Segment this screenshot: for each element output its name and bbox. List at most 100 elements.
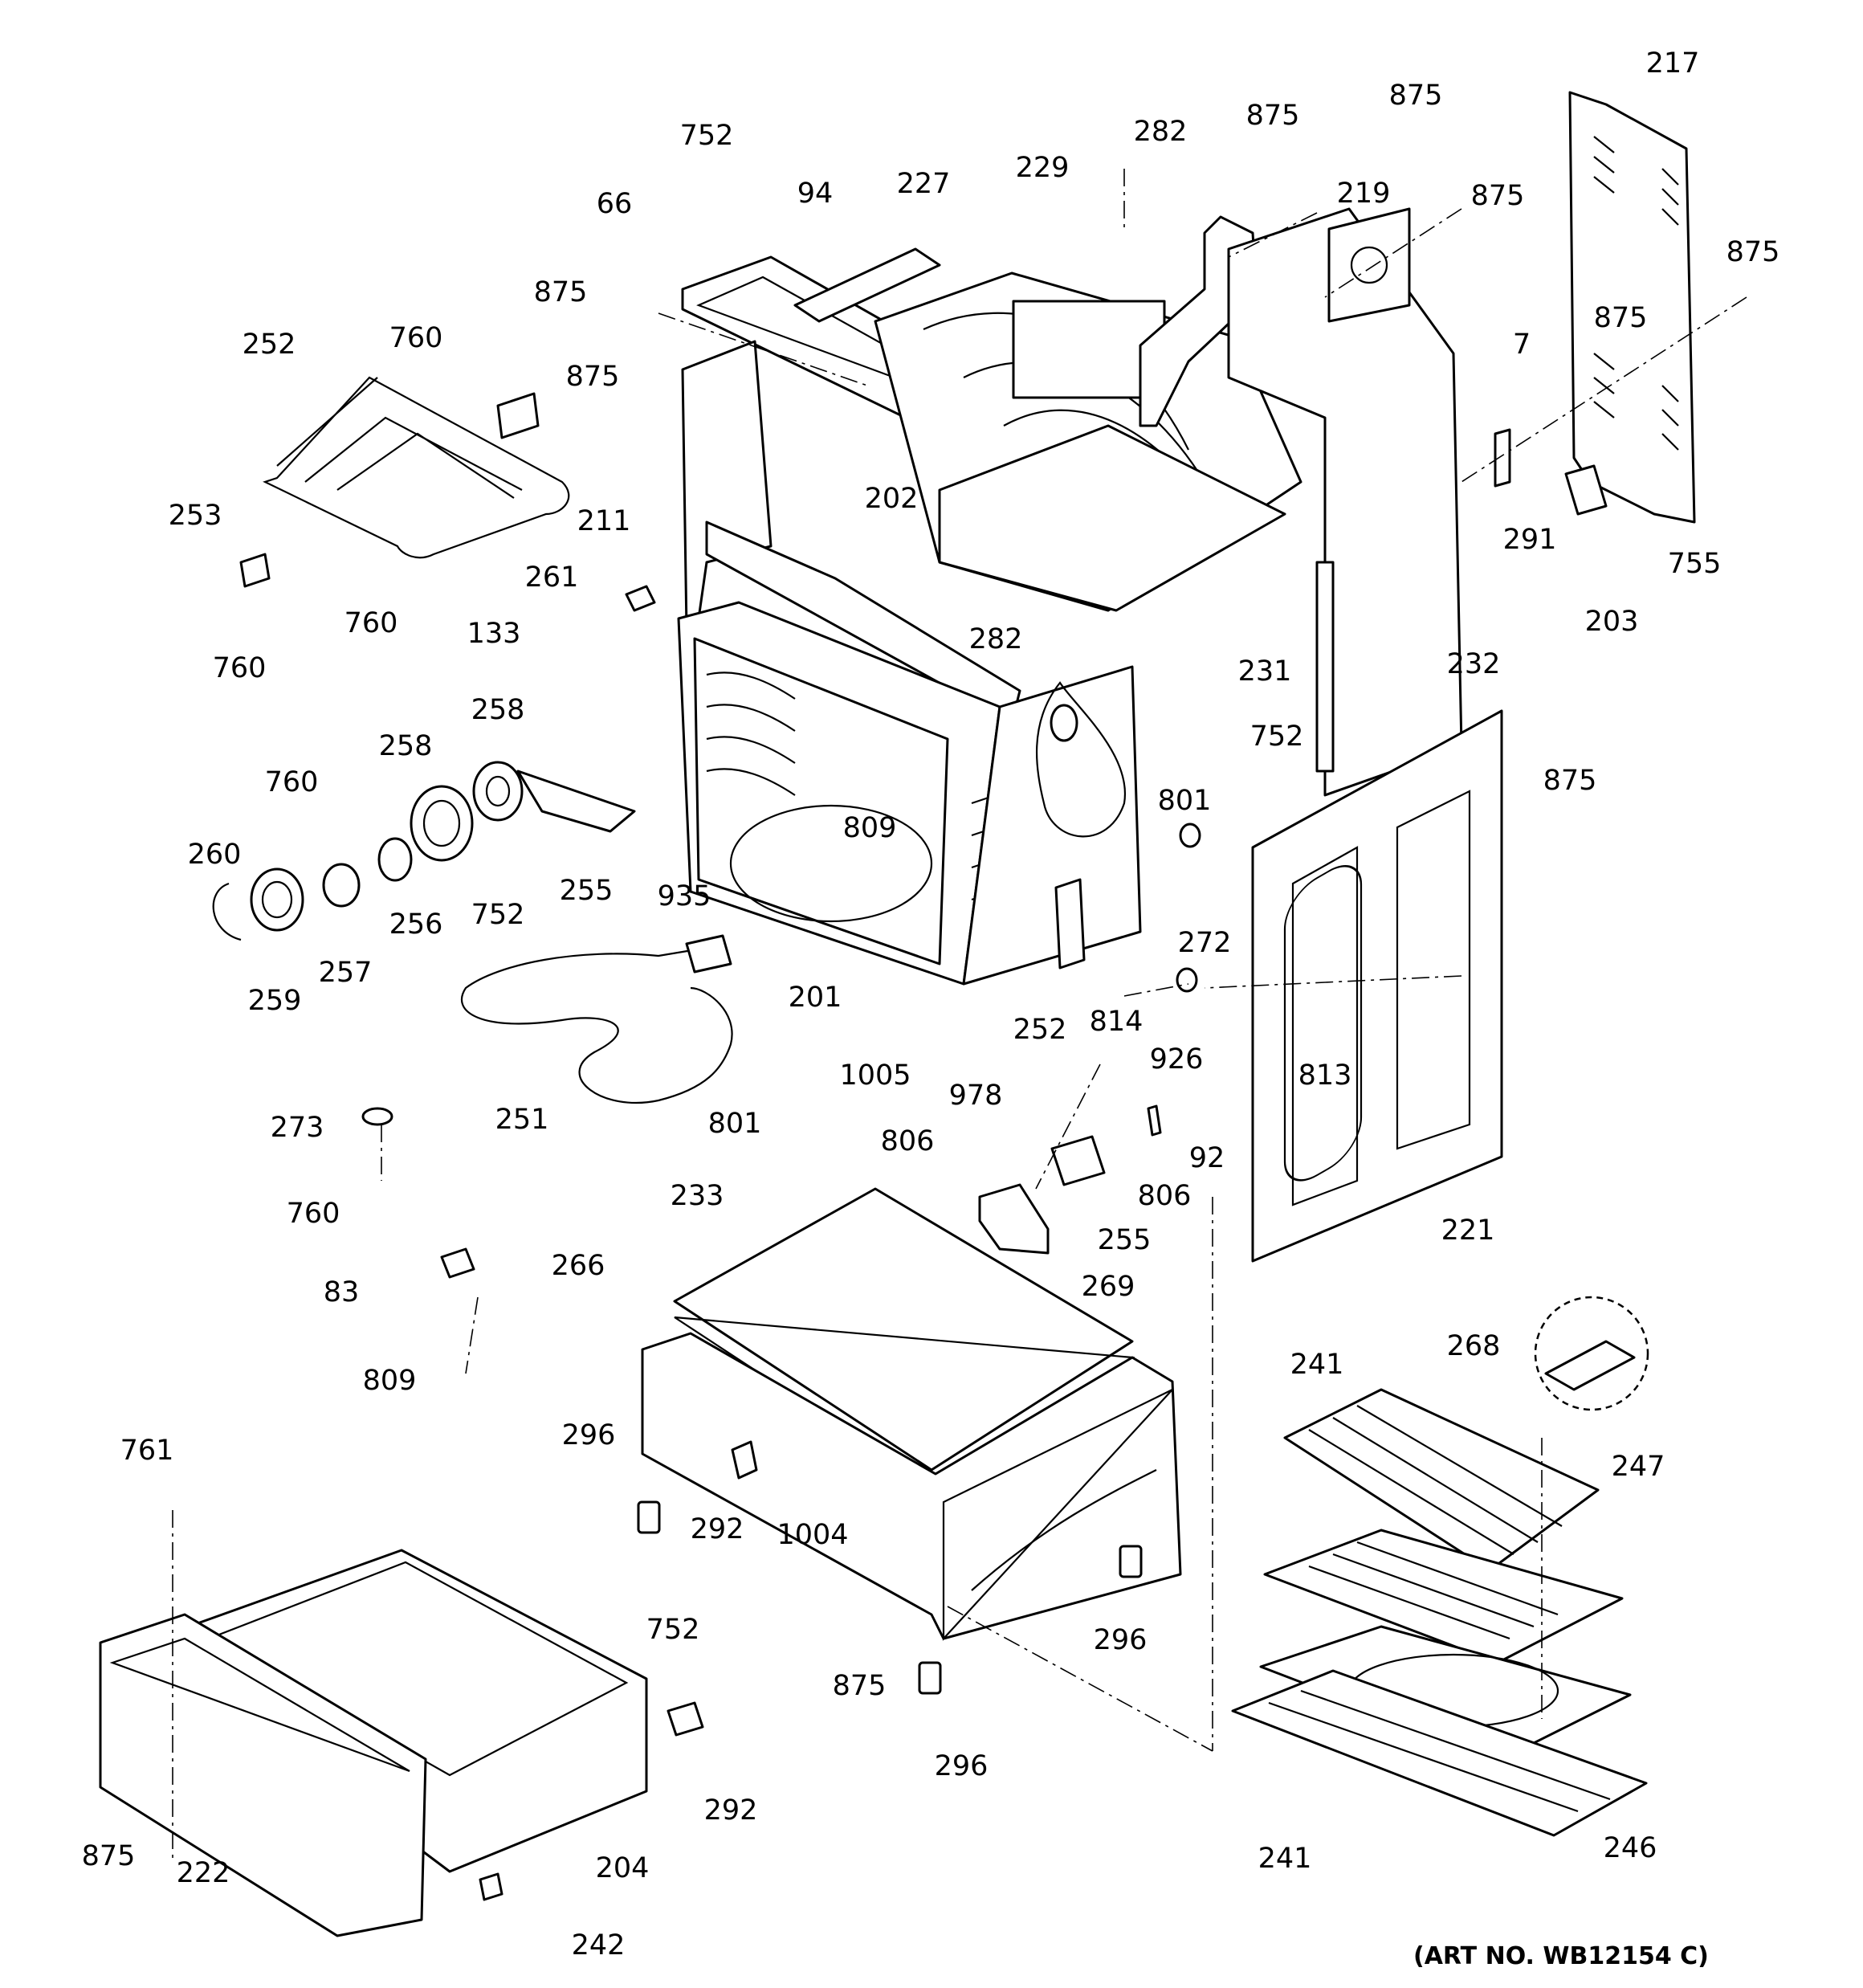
callout-875: 875 [566, 361, 620, 393]
part-256-lamp-holder [377, 837, 413, 882]
callout-232: 232 [1447, 648, 1501, 680]
callout-258: 258 [471, 694, 525, 726]
callout-296: 296 [562, 1419, 616, 1451]
callout-935: 935 [658, 880, 711, 912]
callout-760: 760 [389, 322, 443, 354]
callout-7: 7 [1513, 329, 1531, 361]
part-247-broiler-grid [1263, 1529, 1624, 1664]
callout-296: 296 [935, 1750, 989, 1782]
callout-875: 875 [1246, 100, 1300, 132]
part-92 [1147, 1104, 1162, 1137]
part-227-duct [874, 271, 1302, 612]
part-201-oven-cavity [677, 601, 1142, 986]
art-number: (ART NO. WB12154 C) [1413, 1942, 1709, 1970]
callout-875: 875 [1471, 180, 1525, 212]
part-222-drawer-front [99, 1613, 427, 1937]
callout-272: 272 [1178, 927, 1232, 959]
part-7-bracket [1494, 428, 1511, 488]
callout-252: 252 [243, 329, 296, 361]
callout-241: 241 [1290, 1349, 1344, 1381]
callout-752: 752 [680, 120, 734, 152]
callout-219: 219 [1337, 178, 1391, 210]
part-296-leg-a [637, 1500, 661, 1534]
callout-760: 760 [213, 652, 267, 684]
callout-133: 133 [467, 618, 521, 650]
part-261 [625, 585, 656, 612]
callout-875: 875 [1594, 302, 1648, 334]
callout-755: 755 [1668, 548, 1722, 580]
callout-257: 257 [319, 957, 373, 989]
callout-217: 217 [1646, 47, 1700, 80]
part-241-rack-bottom [1231, 1669, 1648, 1837]
callout-1005: 1005 [839, 1059, 911, 1092]
callout-806: 806 [1138, 1180, 1192, 1212]
callout-292: 292 [704, 1794, 758, 1827]
callout-256: 256 [389, 908, 443, 941]
part-273 [361, 1107, 393, 1126]
part-272-bumper-b [1176, 967, 1198, 993]
callout-227: 227 [897, 168, 951, 200]
callout-282: 282 [1134, 116, 1188, 148]
assembly-guide-lines [172, 169, 1747, 1863]
part-252-side-bracket [1054, 878, 1086, 970]
callout-251: 251 [495, 1104, 549, 1136]
callout-204: 204 [596, 1852, 650, 1884]
callout-222: 222 [177, 1857, 230, 1889]
part-296-leg-b [1119, 1545, 1143, 1578]
callout-247: 247 [1612, 1451, 1665, 1483]
callout-1004: 1004 [777, 1519, 848, 1551]
callout-752: 752 [1250, 720, 1304, 753]
callout-92: 92 [1189, 1142, 1225, 1174]
callout-241: 241 [1258, 1843, 1312, 1875]
part-251-bake-element [461, 934, 733, 1104]
part-266-drawer-frame [641, 1332, 1182, 1641]
callout-752: 752 [471, 899, 525, 931]
part-221-side-panel [1251, 709, 1503, 1263]
callout-260: 260 [188, 839, 242, 871]
callout-259: 259 [248, 985, 302, 1017]
callout-875: 875 [833, 1670, 887, 1702]
callout-261: 261 [525, 561, 579, 594]
callout-875: 875 [534, 276, 588, 308]
callout-255: 255 [560, 875, 614, 907]
callout-233: 233 [671, 1180, 724, 1212]
part-260-clip [212, 882, 242, 941]
callout-875: 875 [1543, 765, 1597, 797]
part-282-wiring [1035, 681, 1127, 838]
part-257-lamp [322, 863, 361, 908]
part-258-light-socket-a [472, 761, 524, 822]
part-259-lens [250, 867, 304, 932]
callout-801: 801 [1158, 785, 1212, 817]
part-253-bracket [239, 553, 271, 588]
callout-926: 926 [1150, 1043, 1204, 1076]
part-292-glide-b [667, 1701, 704, 1737]
callout-246: 246 [1604, 1832, 1657, 1864]
part-255-shield [516, 769, 636, 833]
callout-875: 875 [1389, 80, 1443, 112]
callout-266: 266 [552, 1250, 605, 1282]
callout-875: 875 [82, 1840, 136, 1872]
callout-760: 760 [344, 607, 398, 639]
callout-809: 809 [843, 812, 897, 844]
callout-269: 269 [1082, 1271, 1135, 1303]
part-291 [1564, 464, 1608, 516]
callout-291: 291 [1503, 524, 1557, 556]
part-217-rear-cover [1568, 91, 1696, 524]
callout-242: 242 [572, 1929, 626, 1961]
callout-814: 814 [1090, 1006, 1143, 1038]
callout-268: 268 [1447, 1330, 1501, 1362]
part-252-broil-element [263, 376, 570, 559]
part-255-switch [1050, 1135, 1106, 1186]
callout-201: 201 [789, 982, 842, 1014]
part-296-leg-c [918, 1661, 942, 1695]
callout-258: 258 [379, 730, 433, 762]
callout-202: 202 [865, 483, 919, 515]
callout-761: 761 [120, 1435, 174, 1467]
callout-801: 801 [708, 1108, 762, 1140]
part-94-rail [793, 247, 941, 323]
part-83 [440, 1247, 475, 1279]
part-292-glide-a [731, 1440, 758, 1480]
part-258-light-socket-b [410, 785, 474, 862]
